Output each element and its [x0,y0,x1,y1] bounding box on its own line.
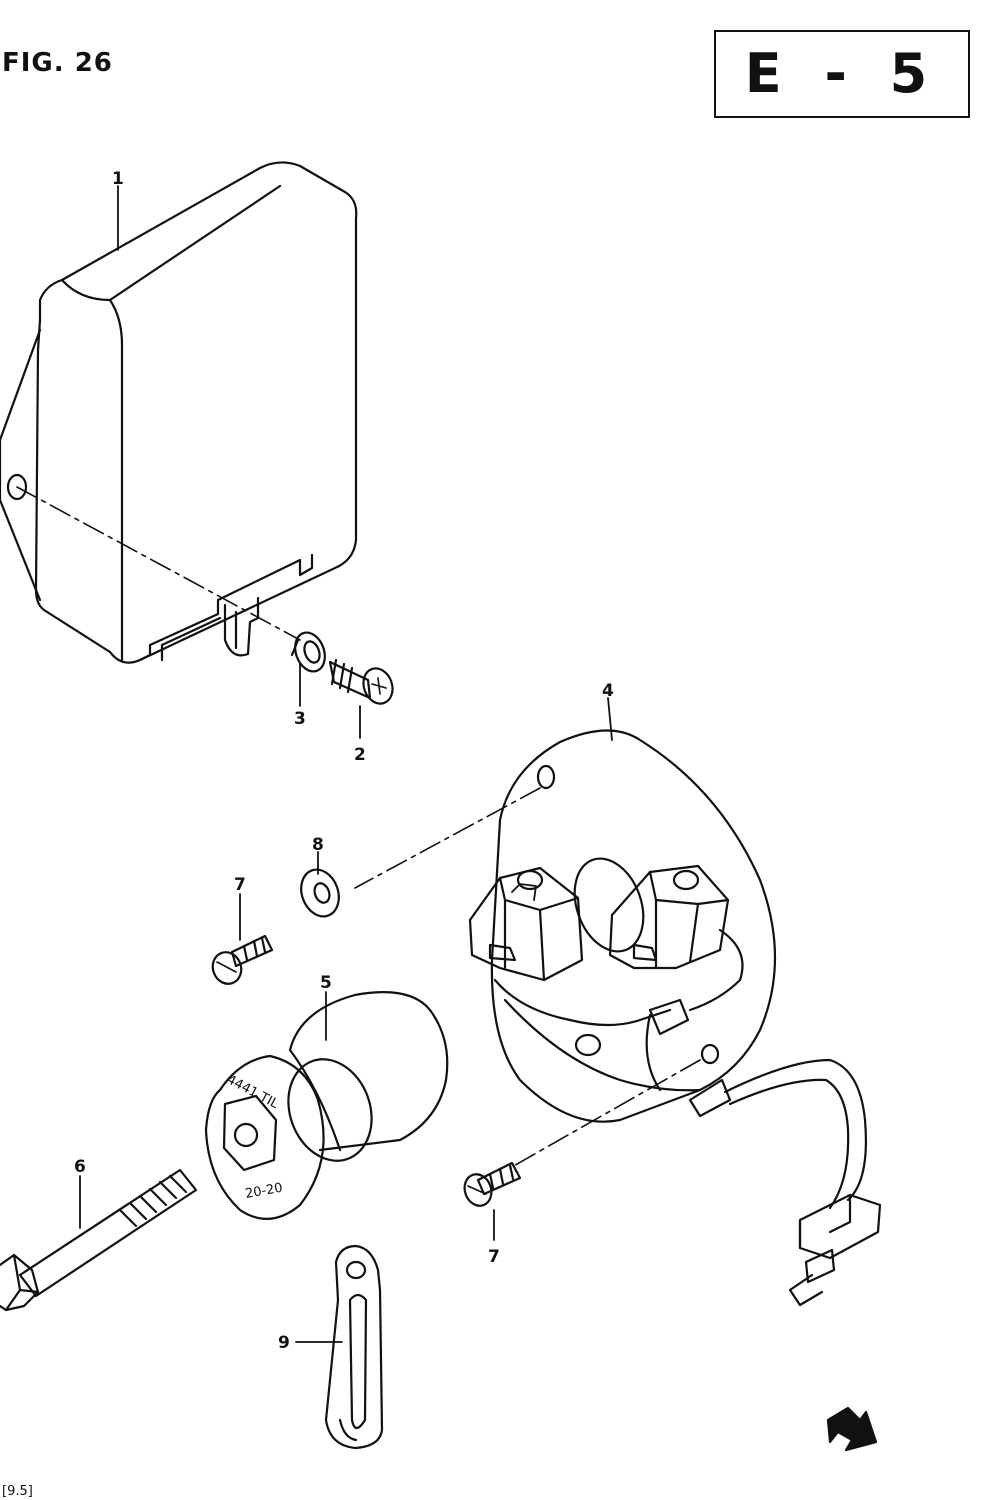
callout-2: 2 [354,745,366,765]
body-marking-line1: 4441 TIL [224,1072,281,1112]
screw-part-7-lower [463,1161,522,1207]
section-code: E - 5 [744,42,940,105]
body-marking-line2: 20-20 [244,1181,284,1202]
callout-1: 1 [112,169,124,189]
bolt-part-6 [0,1168,198,1312]
screw-part-2 [328,658,394,705]
front-direction-arrow-icon [826,1406,878,1452]
reference-code: [9.5] [2,1484,33,1499]
control-unit-part-1 [0,161,358,664]
callout-7-lower: 7 [488,1247,500,1267]
callout-8: 8 [312,835,324,855]
ground-strap-part-9 [324,1244,384,1450]
screw-part-7-upper [211,934,274,985]
condenser-part-5 [204,991,449,1220]
pickup-plate-part-4 [468,729,882,1307]
callout-7-upper: 7 [234,875,246,895]
section-box: E - 5 [714,30,970,118]
callout-4: 4 [602,681,614,701]
callout-3: 3 [294,709,306,729]
callout-6: 6 [74,1157,86,1177]
lock-washer-part-3 [290,631,326,673]
callout-9: 9 [278,1333,290,1353]
fig-title: FIG. 26 [2,48,113,78]
callout-5: 5 [320,973,332,993]
washer-part-8 [300,868,340,918]
